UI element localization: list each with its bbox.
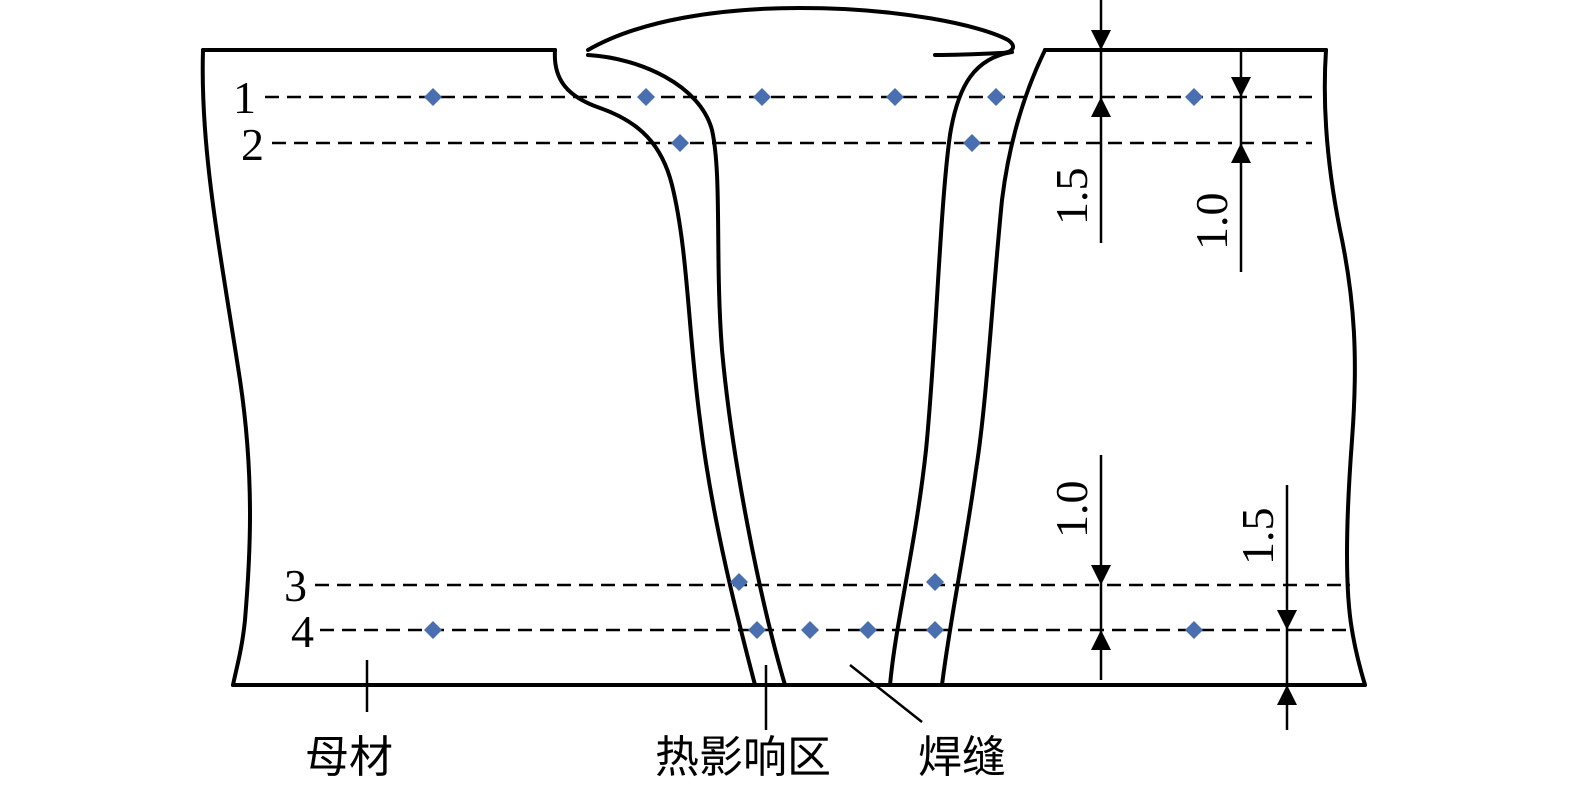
plate-left-edge — [200, 48, 252, 687]
measurement-point-line-4 — [1185, 621, 1203, 639]
dimension-top-right: 1.0 — [1186, 50, 1251, 272]
right-fusion-line — [888, 50, 1014, 687]
measurement-point-line-4 — [748, 621, 766, 639]
haz-label: 热影响区 — [655, 732, 831, 783]
line-label-3: 3 — [284, 560, 307, 611]
measurement-point-line-4 — [801, 621, 819, 639]
measurement-point-line-4 — [926, 621, 944, 639]
dimension-label: 1.0 — [1046, 481, 1097, 539]
line-label-2: 2 — [241, 119, 264, 170]
measurement-point-line-1 — [1185, 88, 1203, 106]
measurement-point-line-1 — [886, 88, 904, 106]
dimension-top-left: 1.5 — [1046, 0, 1111, 243]
measurement-lines — [265, 95, 1352, 632]
measurement-point-line-4 — [424, 621, 442, 639]
measurement-points — [424, 88, 1203, 639]
weld-label: 焊缝 — [918, 732, 1006, 783]
measurement-point-line-4 — [859, 621, 877, 639]
dimension-bottom-right: 1.5 — [1232, 485, 1297, 730]
measurement-point-line-1 — [637, 88, 655, 106]
dimension-bottom-left: 1.0 — [1046, 455, 1111, 680]
measurement-point-line-2 — [671, 134, 689, 152]
plate-outline — [200, 48, 1367, 687]
measurement-point-line-3 — [926, 573, 944, 591]
weld-zone — [552, 6, 1047, 687]
base-metal-label: 母材 — [305, 732, 393, 783]
left-haz-boundary — [552, 48, 757, 687]
weld-leader — [849, 664, 923, 723]
left-fusion-line — [586, 53, 787, 687]
line-label-1: 1 — [233, 72, 256, 123]
line-label-4: 4 — [291, 606, 314, 657]
plate-right-edge — [1322, 48, 1367, 687]
measurement-point-line-3 — [730, 573, 748, 591]
measurement-point-line-1 — [424, 88, 442, 106]
dimension-label: 1.5 — [1232, 508, 1283, 566]
right-haz-boundary — [940, 48, 1047, 687]
weld-cap — [586, 6, 1015, 57]
measurement-point-line-1 — [987, 88, 1005, 106]
dimension-label: 1.0 — [1186, 193, 1237, 251]
dimension-label: 1.5 — [1046, 168, 1097, 226]
measurement-point-line-2 — [963, 134, 981, 152]
measurement-point-line-1 — [753, 88, 771, 106]
